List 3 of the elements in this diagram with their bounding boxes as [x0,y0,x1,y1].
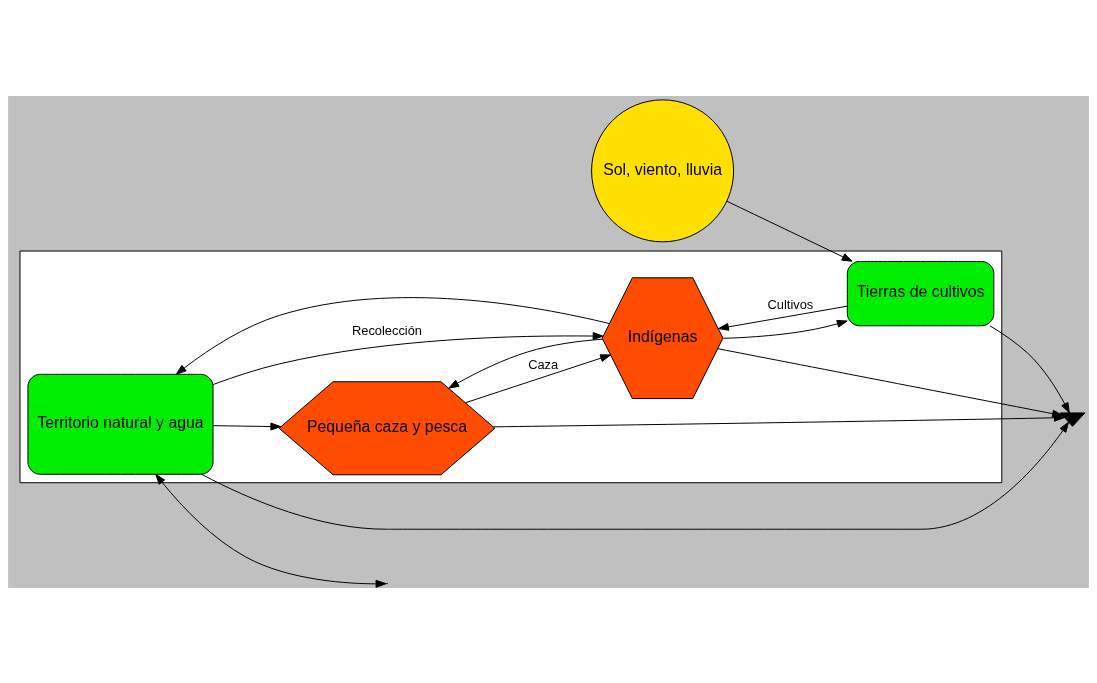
edge-label: Recolección [351,322,423,338]
edge-label: Cultivos [767,296,814,312]
edge-label: Caza [528,356,559,372]
